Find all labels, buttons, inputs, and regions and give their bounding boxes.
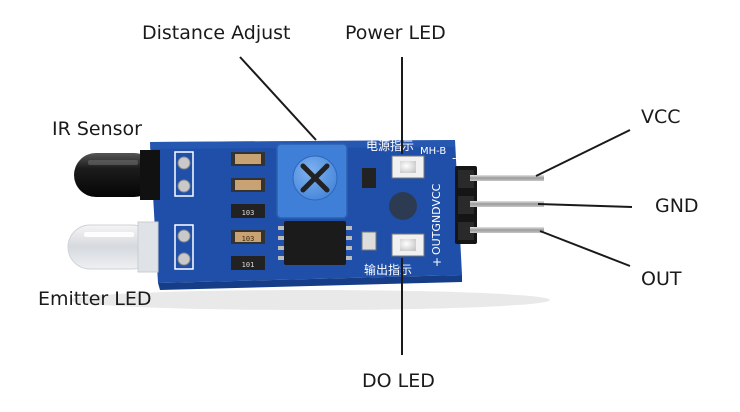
header-pins	[470, 175, 544, 233]
power-led	[391, 155, 425, 179]
pcb-edge	[158, 275, 462, 290]
label-out: OUT	[641, 268, 682, 290]
pin-header	[455, 166, 477, 244]
smd-cap-right	[362, 168, 376, 188]
label-power-led: Power LED	[345, 22, 446, 44]
resistor-code-1: 103	[242, 209, 255, 217]
comparator-ic	[278, 221, 352, 265]
ir-sensor-component	[74, 150, 160, 200]
label-emitter-led: Emitter LED	[38, 288, 152, 310]
leader-distance-adjust	[239, 56, 317, 141]
leader-lines	[239, 56, 633, 355]
model-silkscreen: MH-B	[420, 146, 446, 157]
pin-labels-silkscreen: OUTGNDVCC	[430, 183, 443, 255]
power-indicator-silkscreen: 电源指示	[366, 138, 414, 153]
label-distance-adjust: Distance Adjust	[142, 22, 291, 44]
smd-components	[231, 152, 265, 270]
resistor-code-2: 103	[242, 235, 255, 243]
sensor-solder-pads	[174, 151, 194, 270]
plus-silkscreen: +	[432, 255, 442, 269]
board-shadow	[70, 290, 550, 310]
leader-gnd	[537, 203, 633, 208]
resistor-code-3: 101	[242, 261, 255, 269]
label-gnd: GND	[655, 195, 699, 217]
label-ir-sensor: IR Sensor	[52, 118, 142, 140]
smd-cap-lower	[361, 231, 377, 251]
board-round-pad	[389, 192, 417, 220]
minus-silkscreen: -	[452, 151, 456, 165]
leader-vcc	[535, 129, 631, 177]
do-led	[391, 233, 425, 257]
label-do-led: DO LED	[362, 370, 435, 392]
potentiometer	[276, 143, 348, 219]
emitter-led-component	[67, 221, 159, 273]
label-vcc: VCC	[641, 106, 681, 128]
leader-out	[539, 230, 631, 267]
output-indicator-silkscreen: 输出指示	[364, 262, 412, 277]
